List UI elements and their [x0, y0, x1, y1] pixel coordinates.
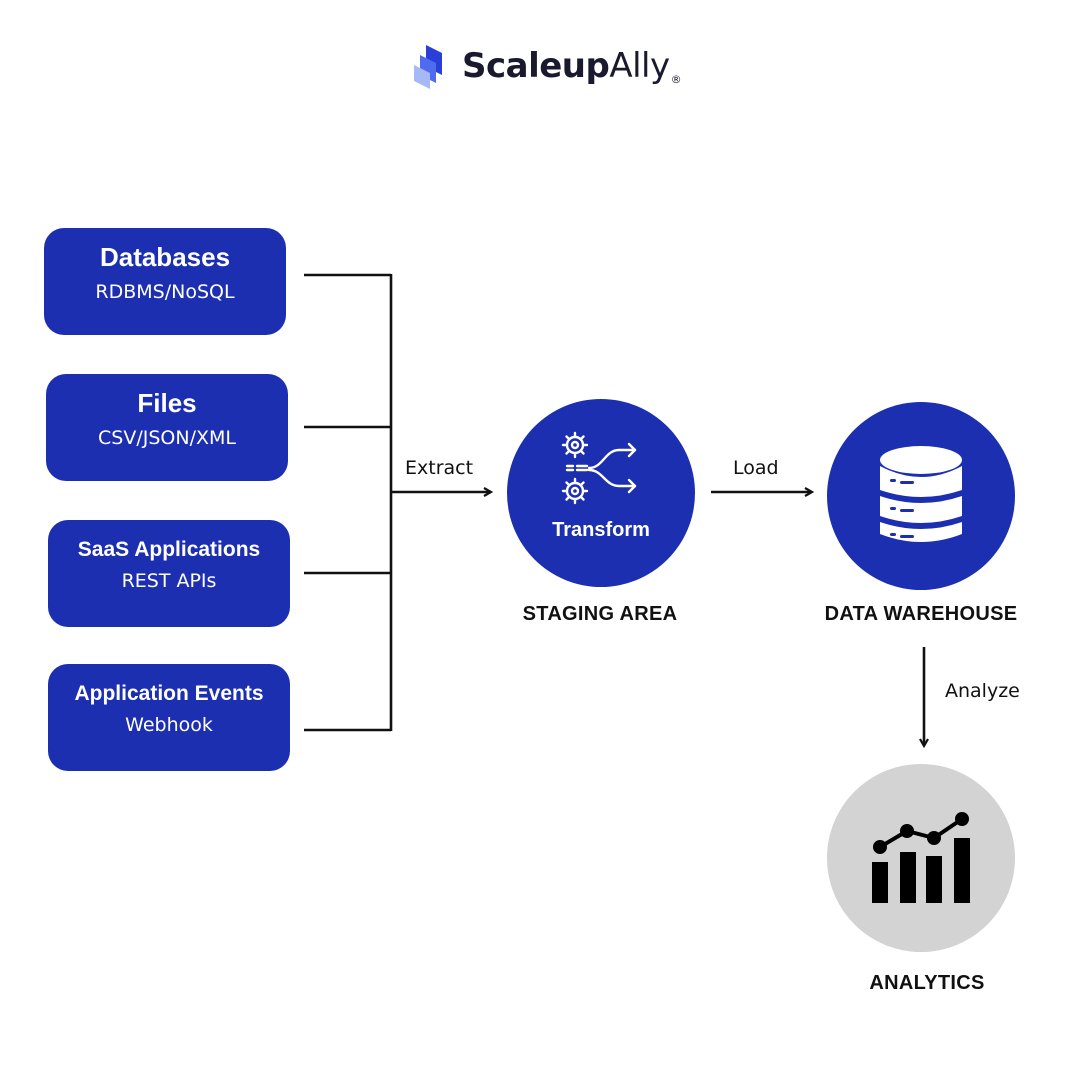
- staging-area-circle: [507, 399, 695, 587]
- source-subtitle: RDBMS/NoSQL: [95, 281, 235, 303]
- analytics-label: ANALYTICS: [869, 972, 985, 994]
- analytics-chart-icon: [872, 812, 970, 903]
- source-title: Application Events: [74, 682, 264, 705]
- source-subtitle: Webhook: [125, 714, 213, 736]
- brand-logo: ScaleupAlly®: [412, 40, 682, 92]
- source-subtitle: CSV/JSON/XML: [98, 427, 236, 449]
- source-title: Databases: [99, 242, 231, 272]
- transform-text: Transform: [552, 519, 650, 541]
- source-title: SaaS Applications: [77, 538, 261, 561]
- source-subtitle: REST APIs: [121, 570, 217, 592]
- source-saas-applications: SaaS Applications REST APIs: [48, 520, 290, 627]
- source-application-events: Application Events Webhook: [48, 664, 290, 771]
- scaleupally-logo-icon: [414, 45, 442, 89]
- source-files: Files CSV/JSON/XML: [46, 374, 288, 481]
- extract-label: Extract: [405, 457, 474, 479]
- transform-icon: [561, 431, 637, 505]
- source-databases: Databases RDBMS/NoSQL: [44, 228, 286, 335]
- analyze-label: Analyze: [945, 680, 1020, 702]
- data-warehouse-label: DATA WAREHOUSE: [824, 603, 1018, 625]
- analytics-circle: [827, 764, 1015, 952]
- database-icon: [880, 446, 962, 542]
- load-label: Load: [733, 457, 779, 479]
- brand-name: ScaleupAlly®: [462, 46, 682, 86]
- staging-area-label: STAGING AREA: [522, 603, 678, 625]
- source-title: Files: [137, 388, 197, 418]
